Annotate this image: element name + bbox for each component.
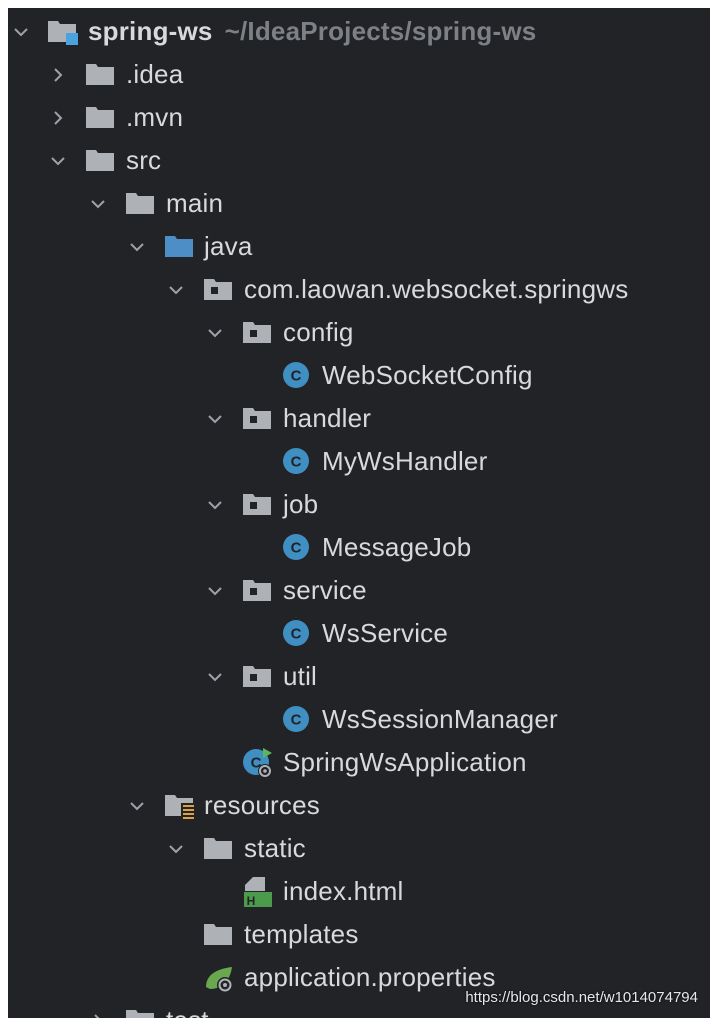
folder-icon <box>84 144 118 178</box>
tree-label-idea: .idea <box>126 59 184 89</box>
tree-label-templates: templates <box>244 919 359 949</box>
class-icon <box>280 359 314 393</box>
project-tree-panel: spring-ws~/IdeaProjects/spring-ws .idea … <box>8 8 710 1018</box>
chevron-right-icon[interactable] <box>45 62 71 88</box>
tree-label-index: index.html <box>283 876 404 906</box>
chevron-down-icon[interactable] <box>202 492 228 518</box>
package-icon <box>241 316 275 350</box>
folder-icon <box>124 187 158 221</box>
class-icon <box>280 531 314 565</box>
tree-row-main[interactable]: main <box>8 182 710 225</box>
class-icon <box>280 703 314 737</box>
class-icon <box>280 617 314 651</box>
tree-row-handler[interactable]: handler <box>8 397 710 440</box>
package-icon <box>241 488 275 522</box>
tree-label-static: static <box>244 833 306 863</box>
tree-label-class: WsService <box>322 618 449 648</box>
tree-row-myWsHandler[interactable]: MyWsHandler <box>8 440 710 483</box>
class-icon <box>280 445 314 479</box>
tree-row-wsSessionManager[interactable]: WsSessionManager <box>8 698 710 741</box>
chevron-down-icon[interactable] <box>85 191 111 217</box>
package-icon <box>241 574 275 608</box>
tree-row-resources[interactable]: resources <box>8 784 710 827</box>
tree-row-templates[interactable]: templates <box>8 913 710 956</box>
chevron-right-icon[interactable] <box>85 1008 111 1018</box>
chevron-down-icon[interactable] <box>163 836 189 862</box>
tree-label-src: src <box>126 145 162 175</box>
folder-icon <box>124 1004 158 1018</box>
tree-row-test-partial[interactable]: test <box>8 999 710 1018</box>
tree-row-messageJob[interactable]: MessageJob <box>8 526 710 569</box>
tree-label-class: MyWsHandler <box>322 446 488 476</box>
tree-row-job[interactable]: job <box>8 483 710 526</box>
folder-icon <box>202 918 236 952</box>
tree-row-idea[interactable]: .idea <box>8 53 710 96</box>
tree-label-java: java <box>204 231 253 261</box>
package-icon <box>241 660 275 694</box>
tree-row-project[interactable]: spring-ws~/IdeaProjects/spring-ws <box>8 10 710 53</box>
tree-label-config: config <box>283 317 354 347</box>
tree-label-class: WebSocketConfig <box>322 360 533 390</box>
tree-row-webSocketConfig[interactable]: WebSocketConfig <box>8 354 710 397</box>
folder-icon <box>84 101 118 135</box>
tree-label-package: com.laowan.websocket.springws <box>244 274 629 304</box>
tree-row-wsService[interactable]: WsService <box>8 612 710 655</box>
chevron-down-icon[interactable] <box>45 148 71 174</box>
folder-icon <box>202 832 236 866</box>
tree-row-static[interactable]: static <box>8 827 710 870</box>
tree-row-springWsApplication[interactable]: C SpringWsApplication <box>8 741 710 784</box>
svg-text:C: C <box>251 754 262 771</box>
tree-row-application-properties[interactable]: application.properties <box>8 956 710 999</box>
source-folder-icon <box>163 230 197 264</box>
chevron-down-icon[interactable] <box>202 578 228 604</box>
tree-label-resources: resources <box>204 790 320 820</box>
tree-row-src[interactable]: src <box>8 139 710 182</box>
tree-label-class: WsSessionManager <box>322 704 558 734</box>
chevron-down-icon[interactable] <box>163 277 189 303</box>
tree-label-class: MessageJob <box>322 532 472 562</box>
tree-row-index-html[interactable]: H index.html <box>8 870 710 913</box>
tree-row-mvn[interactable]: .mvn <box>8 96 710 139</box>
package-icon <box>202 273 236 307</box>
project-path: ~/IdeaProjects/spring-ws <box>224 16 537 46</box>
chevron-down-icon[interactable] <box>202 664 228 690</box>
project-name: spring-ws~/IdeaProjects/spring-ws <box>88 16 537 46</box>
html-file-icon: H <box>241 875 275 909</box>
tree-row-package[interactable]: com.laowan.websocket.springws <box>8 268 710 311</box>
chevron-right-icon[interactable] <box>45 105 71 131</box>
chevron-down-icon[interactable] <box>124 793 150 819</box>
chevron-down-icon[interactable] <box>124 234 150 260</box>
tree-label-properties: application.properties <box>244 962 496 992</box>
spring-properties-icon <box>202 961 236 995</box>
folder-icon <box>84 58 118 92</box>
project-folder-icon <box>46 15 80 49</box>
chevron-down-icon[interactable] <box>202 320 228 346</box>
tree-label-util: util <box>283 661 318 691</box>
tree-label-job: job <box>283 489 319 519</box>
chevron-down-icon[interactable] <box>8 19 34 45</box>
watermark-url: https://blog.csdn.net/w1014074794 <box>465 989 698 1006</box>
svg-text:H: H <box>247 894 256 908</box>
tree-label-main: main <box>166 188 224 218</box>
tree-label-handler: handler <box>283 403 372 433</box>
tree-label-service: service <box>283 575 367 605</box>
tree-row-java[interactable]: java <box>8 225 710 268</box>
package-icon <box>241 402 275 436</box>
tree-label-test: test <box>166 1005 209 1018</box>
resources-folder-icon <box>163 789 197 823</box>
tree-row-util[interactable]: util <box>8 655 710 698</box>
tree-label-app: SpringWsApplication <box>283 747 527 777</box>
tree-label-mvn: .mvn <box>126 102 184 132</box>
tree-row-config[interactable]: config <box>8 311 710 354</box>
tree-row-service[interactable]: service <box>8 569 710 612</box>
spring-boot-app-icon: C <box>241 746 275 780</box>
chevron-down-icon[interactable] <box>202 406 228 432</box>
